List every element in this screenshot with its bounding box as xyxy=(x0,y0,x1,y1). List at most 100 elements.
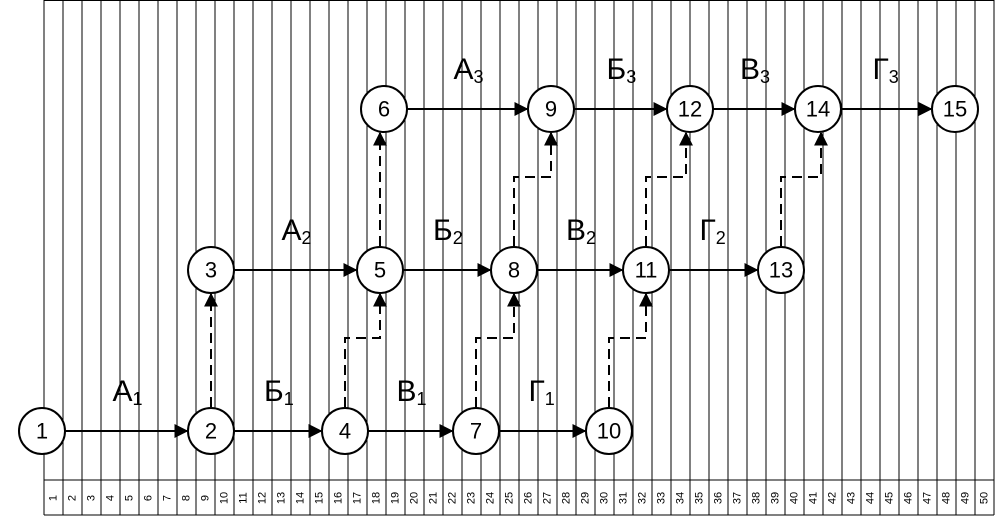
activity-label: В2 xyxy=(566,214,596,248)
activity-label: Б2 xyxy=(433,214,463,248)
event-node-label: 6 xyxy=(378,97,390,122)
event-node-label: 4 xyxy=(339,419,351,444)
activity-label: А3 xyxy=(454,53,484,87)
activity-label: А2 xyxy=(282,214,312,248)
event-node xyxy=(585,407,633,455)
activity-label: В3 xyxy=(740,53,770,87)
tick-label: 6 xyxy=(143,495,155,501)
tick-label: 1 xyxy=(48,495,60,501)
event-node-label: 14 xyxy=(806,97,830,122)
tick-label: 5 xyxy=(124,495,136,501)
event-node-label: 2 xyxy=(205,419,217,444)
dependency-arrow xyxy=(780,131,828,246)
tick-label: 40 xyxy=(789,492,801,504)
event-node-label: 10 xyxy=(597,419,621,444)
tick-label: 47 xyxy=(922,492,934,504)
tick-label: 38 xyxy=(751,492,763,504)
tick-label: 28 xyxy=(561,492,573,504)
event-node-label: 13 xyxy=(769,258,793,283)
tick-label: 10 xyxy=(219,492,231,504)
tick-label: 33 xyxy=(656,492,668,504)
event-node-label: 7 xyxy=(470,419,482,444)
tick-label: 37 xyxy=(732,492,744,504)
tick-label: 16 xyxy=(333,492,345,504)
tick-label: 30 xyxy=(599,492,611,504)
event-node xyxy=(360,85,408,133)
tick-label: 22 xyxy=(447,492,459,504)
tick-label: 21 xyxy=(428,492,440,504)
tick-label: 45 xyxy=(884,492,896,504)
tick-label: 49 xyxy=(960,492,972,504)
tick-label: 4 xyxy=(105,495,117,501)
event-node-label: 5 xyxy=(374,258,386,283)
dependency-arrow xyxy=(475,292,521,407)
activity-label: В1 xyxy=(397,375,427,409)
dependency-arrow xyxy=(513,131,558,246)
event-node xyxy=(187,246,235,294)
event-node-label: 3 xyxy=(205,258,217,283)
tick-label: 25 xyxy=(504,492,516,504)
tick-label: 48 xyxy=(941,492,953,504)
tick-label: 36 xyxy=(713,492,725,504)
event-node xyxy=(356,246,404,294)
tick-label: 11 xyxy=(238,492,250,503)
activity-label: Б1 xyxy=(264,375,294,409)
tick-label: 26 xyxy=(523,492,535,504)
tick-label: 46 xyxy=(903,492,915,504)
event-node xyxy=(187,407,235,455)
event-node xyxy=(18,407,66,455)
tick-label: 12 xyxy=(257,492,269,504)
tick-label: 17 xyxy=(352,492,364,504)
tick-label: 41 xyxy=(808,492,820,504)
activity-label: Г2 xyxy=(700,214,726,248)
tick-label: 7 xyxy=(162,495,174,501)
event-node-label: 15 xyxy=(943,97,967,122)
event-node-label: 11 xyxy=(635,258,658,283)
event-node xyxy=(321,407,369,455)
event-node xyxy=(490,246,538,294)
tick-label: 9 xyxy=(200,495,212,501)
tick-label: 44 xyxy=(865,492,877,504)
activity-label: Г1 xyxy=(529,375,555,409)
event-node-label: 9 xyxy=(545,97,557,122)
event-node xyxy=(757,246,805,294)
activity-label: Б3 xyxy=(607,53,637,87)
dependency-arrow xyxy=(608,292,653,407)
tick-label: 15 xyxy=(314,492,326,504)
tick-label: 14 xyxy=(295,492,307,504)
tick-label: 2 xyxy=(67,495,79,501)
tick-label: 39 xyxy=(770,492,782,504)
tick-label: 18 xyxy=(371,492,383,504)
tick-label: 32 xyxy=(637,492,649,504)
event-node xyxy=(527,85,575,133)
activity-label: А1 xyxy=(113,375,143,409)
tick-label: 23 xyxy=(466,492,478,504)
tick-label: 31 xyxy=(618,492,630,504)
dependency-arrow xyxy=(645,131,693,246)
event-node-label: 8 xyxy=(508,258,520,283)
tick-label: 3 xyxy=(86,495,98,501)
tick-label: 24 xyxy=(485,492,497,504)
event-node-label: 12 xyxy=(678,97,702,122)
tick-label: 29 xyxy=(580,492,592,504)
tick-label: 35 xyxy=(694,492,706,504)
tick-label: 50 xyxy=(979,492,991,504)
tick-label: 8 xyxy=(181,495,193,501)
tick-label: 13 xyxy=(276,492,288,504)
event-node xyxy=(794,85,842,133)
event-node-label: 1 xyxy=(36,419,48,444)
edges: А1 Б1 В1 Г1 А2 Б2 В2 Г2 А3 Б3 В3 Г3 xyxy=(65,53,933,438)
dependency-arrow xyxy=(344,292,387,407)
event-node xyxy=(622,246,670,294)
tick-label: 19 xyxy=(390,492,402,504)
tick-label: 42 xyxy=(827,492,839,504)
tick-label: 20 xyxy=(409,492,421,504)
event-node xyxy=(931,85,979,133)
event-node xyxy=(666,85,714,133)
tick-label: 34 xyxy=(675,492,687,504)
tick-label: 27 xyxy=(542,492,554,504)
event-node xyxy=(452,407,500,455)
activity-label: Г3 xyxy=(873,53,899,87)
